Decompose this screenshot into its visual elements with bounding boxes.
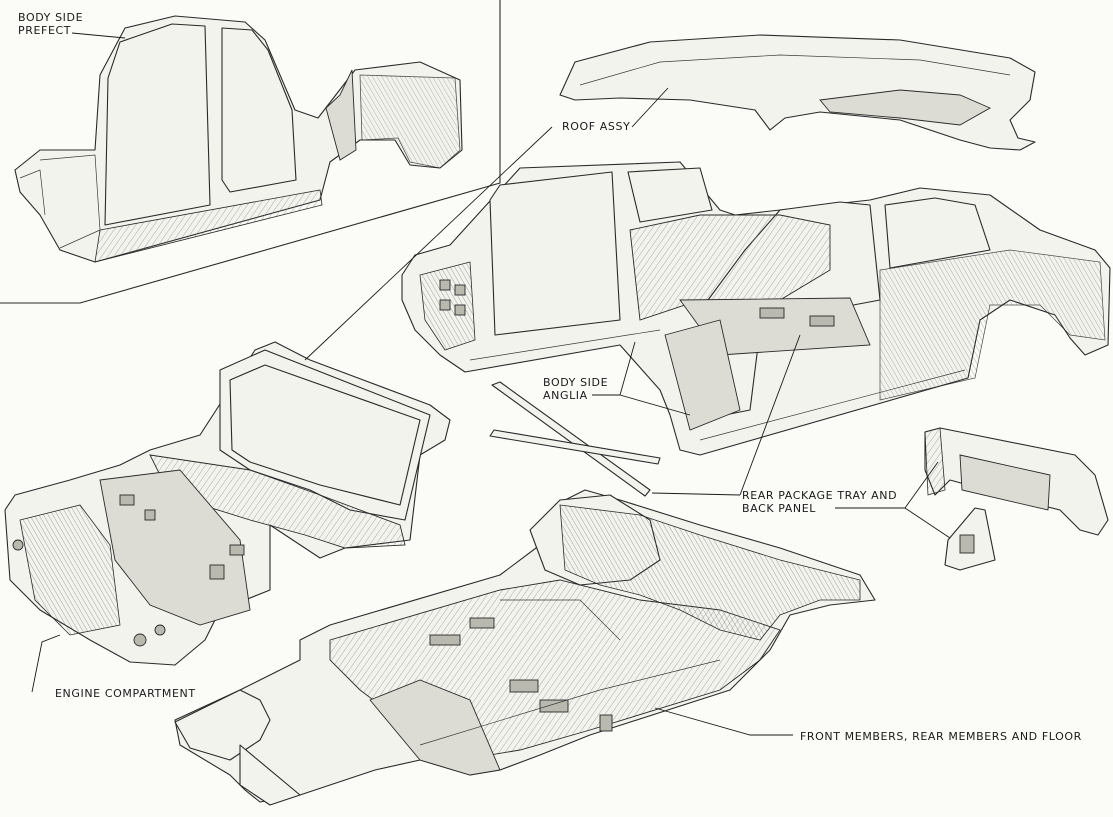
label-engine-compartment: ENGINE COMPARTMENT xyxy=(55,687,196,700)
label-body-side-anglia: BODY SIDE ANGLIA xyxy=(543,376,609,402)
label-body-side-prefect: BODY SIDE PREFECT xyxy=(18,11,84,37)
body-side-anglia-part xyxy=(401,161,1111,456)
body-side-strips xyxy=(489,381,661,497)
leader-lines xyxy=(31,32,951,736)
inset-frame xyxy=(0,0,501,304)
floor-part xyxy=(174,489,876,806)
engine-compartment-part xyxy=(4,341,451,666)
body-side-prefect-part xyxy=(14,15,463,263)
label-front-members-floor: FRONT MEMBERS, REAR MEMBERS AND FLOOR xyxy=(800,730,1082,743)
roof-assy-part xyxy=(559,34,1036,151)
rear-package-tray-part xyxy=(924,427,1109,571)
label-rear-package-tray: REAR PACKAGE TRAY AND BACK PANEL xyxy=(742,489,898,515)
label-roof-assy: ROOF ASSY xyxy=(562,120,631,133)
